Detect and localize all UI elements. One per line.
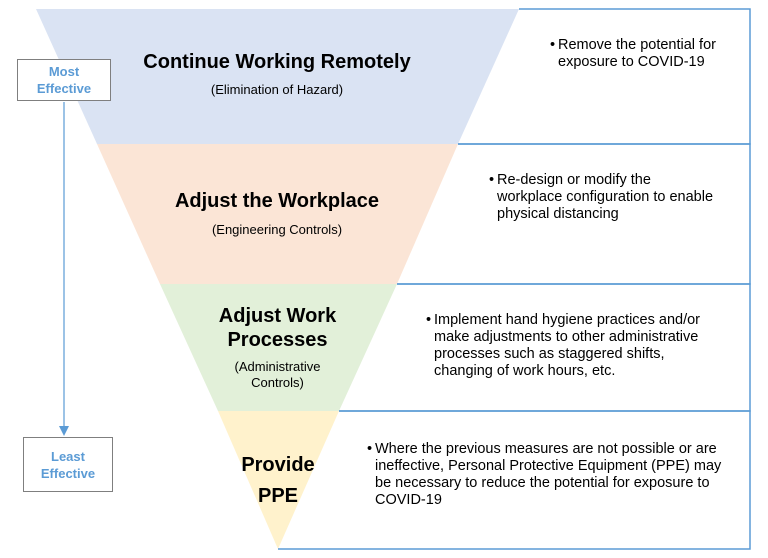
level-3-bullet: • xyxy=(426,312,432,328)
level-1-title: Continue Working Remotely xyxy=(143,51,411,73)
level-3-band xyxy=(160,284,397,411)
level-4-description-text: Where the previous measures are not poss… xyxy=(375,441,722,508)
level-2-subtitle: (Engineering Controls) xyxy=(211,222,343,237)
level-1-heading: Continue Working Remotely (Elimination o… xyxy=(97,50,457,98)
level-1-description: • Remove the potential for exposure to C… xyxy=(550,37,735,71)
level-3-title-line2: Processes xyxy=(227,329,328,351)
level-3-subtitle-line2: Controls) xyxy=(251,375,304,390)
most-effective-line1: Most xyxy=(48,64,80,79)
level-2-heading: Adjust the Workplace (Engineering Contro… xyxy=(127,189,427,238)
level-1-description-text: Remove the potential for exposure to COV… xyxy=(558,37,716,70)
level-1-subtitle: (Elimination of Hazard) xyxy=(210,82,344,97)
least-effective-label: Least Effective xyxy=(23,437,113,492)
level-3-description: • Implement hand hygiene practices and/o… xyxy=(426,312,711,380)
level-4-description: • Where the previous measures are not po… xyxy=(367,441,725,509)
most-effective-line2: Effective xyxy=(36,81,92,96)
effectiveness-arrowhead xyxy=(59,426,69,436)
level-2-band xyxy=(97,144,458,284)
level-3-subtitle-line1: (Administrative xyxy=(234,359,321,374)
level-4-row-outline xyxy=(278,410,751,550)
most-effective-label: Most Effective xyxy=(17,59,111,101)
level-4-band xyxy=(218,411,339,549)
level-3-title-line1: Adjust Work xyxy=(218,305,337,327)
level-2-description: • Re-design or modify the workplace conf… xyxy=(489,172,719,223)
level-2-bullet: • xyxy=(489,172,495,188)
level-2-title: Adjust the Workplace xyxy=(174,190,380,212)
least-effective-line2: Effective xyxy=(40,465,96,481)
level-4-title-line1: Provide xyxy=(241,454,315,476)
level-1-bullet: • xyxy=(550,37,556,53)
level-4-title-line2: PPE xyxy=(257,485,299,507)
level-4-heading: Provide PPE xyxy=(218,453,338,508)
level-2-description-text: Re-design or modify the workplace config… xyxy=(497,172,714,222)
level-3-description-text: Implement hand hygiene practices and/or … xyxy=(434,312,700,379)
least-effective-line1: Least xyxy=(51,448,85,464)
level-1-band xyxy=(36,9,519,144)
level-3-heading: Adjust Work Processes (Administrative Co… xyxy=(190,304,365,391)
level-4-bullet: • xyxy=(367,441,373,457)
